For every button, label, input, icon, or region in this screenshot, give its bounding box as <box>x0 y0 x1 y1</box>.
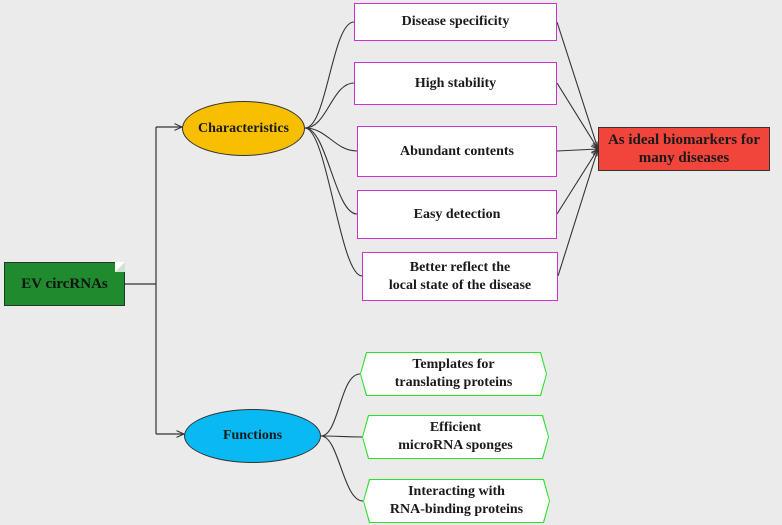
characteristic-label: Disease specificity <box>401 14 510 29</box>
characteristics-node: Characteristics <box>182 101 305 156</box>
characteristic-connector-3 <box>304 127 358 152</box>
characteristic-label: Abundant contents <box>400 143 514 159</box>
characteristic-label: Better reflect the local state of the di… <box>388 259 532 293</box>
functions-label: Functions <box>222 428 283 443</box>
function-box-inner: Efficient microRNA sponges <box>363 416 548 458</box>
characteristic-local-state: Better reflect the local state of the di… <box>362 252 558 301</box>
function-label: Templates for translating proteins <box>394 357 513 390</box>
characteristic-easy-detection: Easy detection <box>357 190 557 239</box>
root-connector-line <box>125 127 157 434</box>
characteristic-high-stability: High stability <box>354 62 557 105</box>
function-box-inner: Templates for translating proteins <box>361 353 546 395</box>
characteristic-connector-2 <box>304 82 355 129</box>
characteristics-label: Characteristics <box>198 120 289 136</box>
characteristic-abundant-contents: Abundant contents <box>357 126 557 177</box>
characteristic-label: Easy detection <box>413 206 501 222</box>
note-fold-corner <box>115 262 125 272</box>
characteristic-disease-specificity: Disease specificity <box>354 3 557 41</box>
biomarker-arrow-5 <box>557 149 598 277</box>
biomarker-arrow-1 <box>556 21 598 149</box>
characteristic-connector-1 <box>304 21 355 129</box>
ev-circrnas-node: EV circRNAs <box>4 262 125 306</box>
function-interacting-with-rna-binding-proteins: Interacting with RNA-binding proteins <box>363 479 550 523</box>
biomarker-arrow-3 <box>556 149 598 151</box>
characteristic-connector-5 <box>304 127 363 277</box>
branch-curves <box>304 21 598 502</box>
characteristic-label: High stability <box>414 75 497 91</box>
function-connector-3 <box>320 435 364 502</box>
ideal-biomarkers-node: As ideal biomarkers for many diseases <box>598 127 770 171</box>
function-connector-2 <box>320 435 363 438</box>
function-box-inner: Interacting with RNA-binding proteins <box>364 480 549 522</box>
function-label: Efficient microRNA sponges <box>398 420 513 453</box>
functions-node: Functions <box>184 409 321 463</box>
root-label: EV circRNAs <box>21 276 108 292</box>
function-label: Interacting with RNA-binding proteins <box>389 484 524 517</box>
function-connector-1 <box>320 373 361 437</box>
biomarker-arrow-4 <box>556 149 598 215</box>
biomarker-arrow-2 <box>556 82 598 149</box>
characteristic-connector-4 <box>304 127 358 215</box>
function-efficient-microrna-sponges: Efficient microRNA sponges <box>362 415 549 459</box>
ideal-biomarkers-label: As ideal biomarkers for many diseases <box>607 132 761 166</box>
function-templates-for-translating-proteins: Templates for translating proteins <box>360 352 547 396</box>
